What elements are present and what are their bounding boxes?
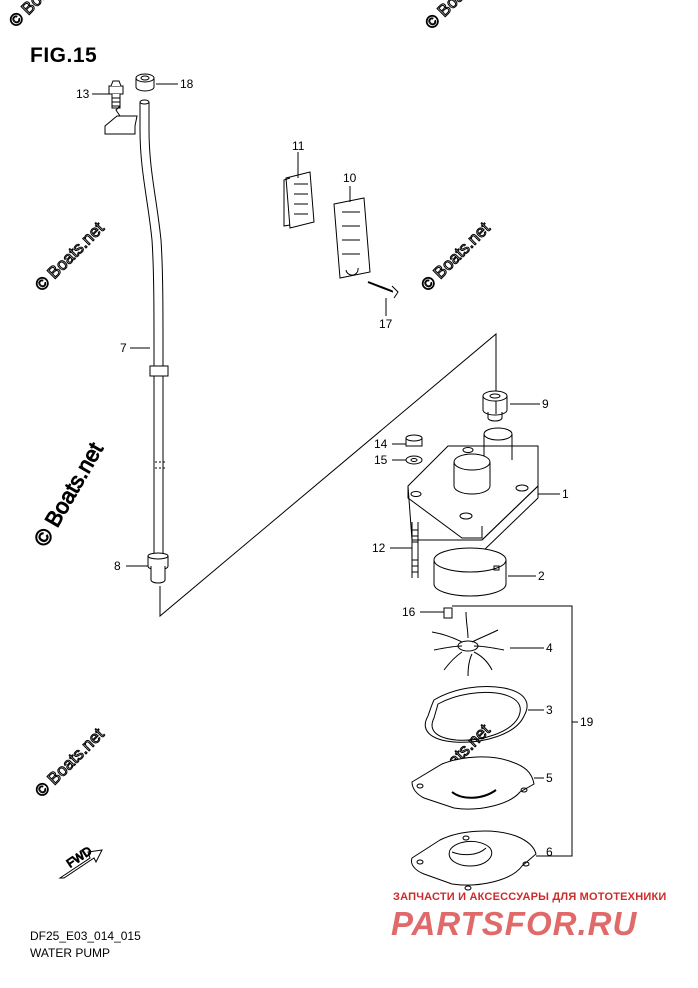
callout-5: 5 bbox=[546, 771, 553, 785]
callout-13: 13 bbox=[76, 87, 90, 101]
callout-15: 15 bbox=[374, 453, 388, 467]
bolt-part-13 bbox=[108, 80, 124, 117]
callout-12: 12 bbox=[372, 541, 386, 555]
callout-3: 3 bbox=[546, 703, 553, 717]
callout-4: 4 bbox=[546, 641, 553, 655]
figure-code: DF25_E03_014_015 bbox=[30, 929, 141, 943]
callout-14: 14 bbox=[374, 437, 388, 451]
callout-9: 9 bbox=[542, 397, 549, 411]
impeller-part-4 bbox=[431, 611, 505, 677]
nut-part-14 bbox=[405, 434, 423, 447]
gasket-plate-part-5 bbox=[411, 756, 535, 810]
washer-part-15 bbox=[405, 455, 423, 465]
grommet-part-18 bbox=[135, 73, 155, 92]
watermark-text: © Boats.net bbox=[31, 218, 108, 295]
water-tube-part-7 bbox=[139, 99, 169, 570]
ad-tagline: ЗАПЧАСТИ И АКСЕССУАРЫ ДЛЯ МОТОТЕХНИКИ bbox=[393, 891, 667, 903]
pump-housing-part-1 bbox=[407, 427, 539, 553]
callout-6: 6 bbox=[546, 845, 553, 859]
fwd-arrow-icon: FWD bbox=[58, 843, 103, 879]
ad-brand-logo: PARTSFOR.RU bbox=[391, 905, 638, 942]
pump-plate-part-6 bbox=[411, 830, 537, 891]
screw-part-17 bbox=[367, 281, 399, 299]
watermark-text: © Boats.net bbox=[31, 724, 108, 801]
callout-7: 7 bbox=[120, 341, 127, 355]
plate-part-11 bbox=[283, 171, 315, 229]
callout-labels: 13 18 11 10 17 7 9 14 15 1 12 2 8 16 4 3… bbox=[76, 77, 594, 859]
callout-8: 8 bbox=[114, 559, 121, 573]
leader-lines bbox=[92, 83, 578, 857]
callout-19: 19 bbox=[580, 715, 594, 729]
stud-part-12 bbox=[411, 522, 419, 578]
key-part-16 bbox=[443, 607, 453, 619]
gasket-part-3 bbox=[424, 686, 528, 743]
callout-18: 18 bbox=[180, 77, 194, 91]
callout-1: 1 bbox=[562, 487, 569, 501]
tube-bracket bbox=[104, 115, 138, 135]
watermark-group: © Boats.net © Boats.net © Boats.net © Bo… bbox=[5, 0, 499, 801]
figure-title: FIG.15 bbox=[30, 44, 98, 67]
callout-2: 2 bbox=[538, 569, 545, 583]
grommet-part-8 bbox=[147, 552, 169, 584]
leader-line-8 bbox=[159, 332, 497, 618]
bushing-part-9 bbox=[482, 390, 508, 422]
watermark-text: © Boats.net bbox=[421, 0, 498, 33]
callout-17: 17 bbox=[379, 317, 393, 331]
cover-part-10 bbox=[333, 197, 371, 279]
liner-part-2 bbox=[433, 547, 507, 597]
watermark-text: © Boats.net bbox=[5, 0, 82, 31]
callout-11: 11 bbox=[292, 139, 305, 153]
watermark-text: © Boats.net bbox=[417, 218, 494, 295]
watermark-text: © Boats.net bbox=[29, 438, 108, 550]
callout-16: 16 bbox=[402, 605, 416, 619]
figure-name: WATER PUMP bbox=[30, 946, 110, 960]
callout-10: 10 bbox=[343, 171, 357, 185]
